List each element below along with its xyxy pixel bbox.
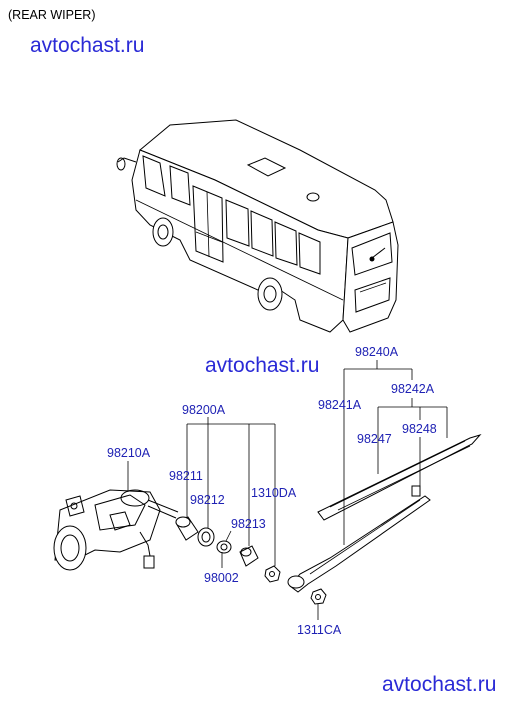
- label-98210A: 98210A: [107, 446, 151, 460]
- part-98212-ring: [197, 527, 215, 547]
- watermark-bottom: avtochast.ru: [382, 673, 496, 696]
- part-1310DA-nut: [264, 565, 281, 583]
- label-98241A: 98241A: [318, 398, 362, 412]
- label-98242A: 98242A: [391, 382, 435, 396]
- label-98248: 98248: [402, 422, 437, 436]
- part-98002-cap: [239, 545, 259, 567]
- label-98212: 98212: [190, 493, 225, 507]
- section-title: (REAR WIPER): [8, 8, 96, 22]
- label-98002: 98002: [204, 571, 239, 585]
- label-98213: 98213: [231, 517, 266, 531]
- bus-illustration: [116, 119, 399, 333]
- label-98200A: 98200A: [182, 403, 226, 417]
- label-98240A: 98240A: [355, 345, 399, 359]
- label-98247: 98247: [357, 432, 392, 446]
- watermark-middle: avtochast.ru: [205, 354, 319, 377]
- label-98211: 98211: [169, 469, 203, 483]
- leader-lines: [127, 360, 448, 620]
- label-1310DA: 1310DA: [251, 486, 297, 500]
- watermark-top: avtochast.ru: [30, 34, 144, 57]
- part-98213-grommet: [216, 540, 232, 554]
- part-98211-sleeve: [175, 516, 199, 541]
- label-1311CA: 1311CA: [297, 623, 342, 637]
- wiper-motor-assembly: [53, 489, 179, 571]
- wiper-arm-and-blade: [287, 434, 482, 605]
